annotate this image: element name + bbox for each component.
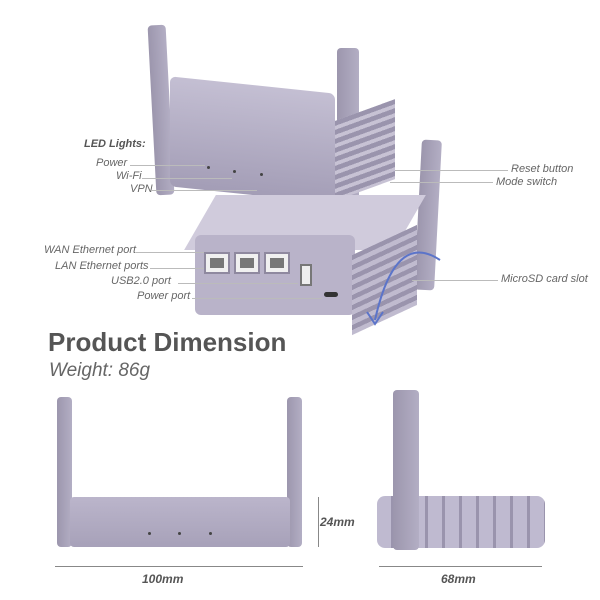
front-antenna-left	[57, 397, 72, 547]
rotation-arrow-icon	[366, 251, 441, 326]
usb-port	[300, 264, 312, 286]
lan-port-1	[234, 252, 260, 274]
label-usb: USB2.0 port	[111, 275, 171, 287]
front-led-3	[209, 532, 212, 535]
led-wifi	[233, 170, 236, 173]
led-lights-title: LED Lights:	[84, 138, 146, 150]
lan-port-2	[264, 252, 290, 274]
label-reset: Reset button	[511, 163, 574, 175]
label-power-port: Power port	[137, 290, 191, 302]
width-label: 100mm	[142, 572, 184, 586]
wan-port	[204, 252, 230, 274]
power-port	[324, 292, 338, 297]
label-microsd: MicroSD card slot	[501, 273, 588, 285]
dimension-title: Product Dimension	[48, 327, 287, 357]
top-router-body	[170, 76, 335, 204]
front-led-2	[178, 532, 181, 535]
bottom-router-front	[195, 235, 355, 315]
label-wifi: Wi-Fi	[116, 170, 142, 182]
weight-text: Weight: 86g	[49, 360, 151, 381]
led-vpn	[260, 173, 263, 176]
height-label: 24mm	[320, 515, 355, 529]
label-vpn: VPN	[130, 183, 153, 195]
front-view-body	[70, 497, 290, 547]
side-antenna	[393, 390, 419, 550]
label-power: Power	[96, 157, 128, 169]
label-wan: WAN Ethernet port	[44, 244, 137, 256]
label-lan: LAN Ethernet ports	[55, 260, 149, 272]
led-power	[207, 166, 210, 169]
label-mode: Mode switch	[496, 176, 558, 188]
front-led-1	[148, 532, 151, 535]
depth-label: 68mm	[441, 572, 476, 586]
front-antenna-right	[287, 397, 302, 547]
